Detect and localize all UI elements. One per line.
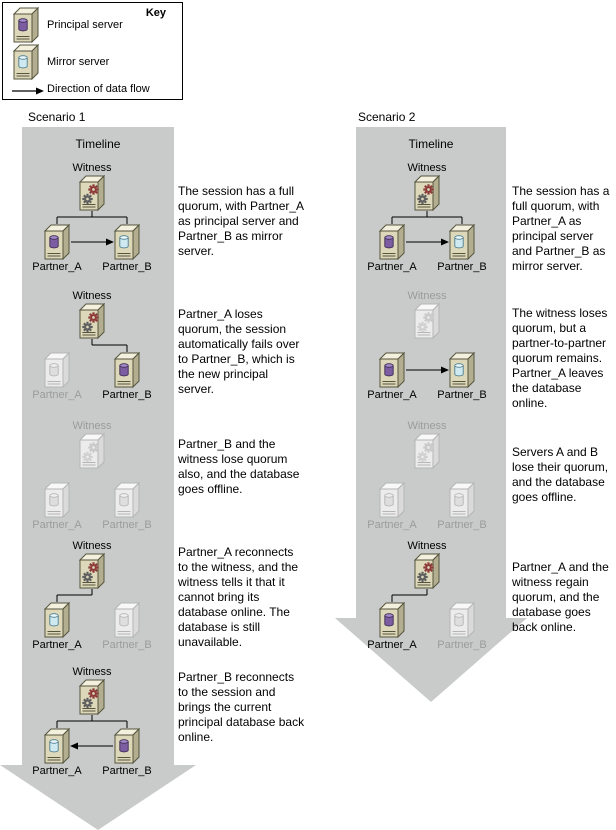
partner-b-server-icon <box>448 481 476 519</box>
partner-b-server-icon <box>113 481 141 519</box>
witness-server-icon <box>78 302 106 340</box>
partner-a-server-icon <box>378 481 406 519</box>
key-title: Key <box>145 7 166 19</box>
data-flow-arrow-icon <box>11 83 45 95</box>
partner-b-server-icon <box>113 601 141 639</box>
stage-connector-lines <box>406 366 449 374</box>
partner-a-label: Partner_A <box>367 519 417 531</box>
witness-label: Witness <box>72 162 112 174</box>
partner-a-label: Partner_A <box>367 261 417 273</box>
partner-a-label: Partner_A <box>32 765 82 777</box>
partner-b-server-icon <box>448 351 476 389</box>
partner-a-label: Partner_A <box>367 639 417 651</box>
witness-label: Witness <box>72 540 112 552</box>
stage-description-scenario1-2: Partner_A loses quorum, the session auto… <box>178 307 300 396</box>
witness-server-icon <box>78 174 106 212</box>
stage-description-scenario2-4: Partner_A and the witness regain quorum,… <box>512 560 609 634</box>
witness-label: Witness <box>72 666 112 678</box>
stage-connector-lines <box>91 339 128 352</box>
partner-b-label: Partner_B <box>102 261 152 273</box>
witness-server-icon <box>413 432 441 470</box>
stage-connector-lines <box>391 211 463 246</box>
timeline-arrow-scenario1 <box>0 127 196 830</box>
partner-b-label: Partner_B <box>437 519 487 531</box>
witness-label: Witness <box>407 290 447 302</box>
stage-connector-lines <box>391 589 428 602</box>
partner-a-server-icon <box>43 351 71 389</box>
witness-server-icon <box>78 552 106 590</box>
scenario1-title: Scenario 1 <box>28 110 86 124</box>
witness-server-icon <box>413 552 441 590</box>
partner-b-label: Partner_B <box>102 765 152 777</box>
partner-b-label: Partner_B <box>437 639 487 651</box>
timeline-label-scenario2: Timeline <box>408 137 454 151</box>
partner-b-label: Partner_B <box>102 389 152 401</box>
witness-label: Witness <box>407 420 447 432</box>
partner-a-server-icon <box>43 727 71 765</box>
witness-server-icon <box>78 432 106 470</box>
data-flow-label: Direction of data flow <box>47 83 150 95</box>
principal-server-label: Principal server <box>47 19 123 31</box>
partner-b-label: Partner_B <box>102 639 152 651</box>
partner-b-server-icon <box>113 727 141 765</box>
partner-a-label: Partner_A <box>32 639 82 651</box>
timeline-arrow-scenario2 <box>335 127 527 702</box>
partner-b-server-icon <box>448 601 476 639</box>
partner-b-label: Partner_B <box>437 261 487 273</box>
partner-a-server-icon <box>43 601 71 639</box>
witness-label: Witness <box>72 290 112 302</box>
partner-b-server-icon <box>113 223 141 261</box>
partner-a-label: Partner_A <box>367 389 417 401</box>
stage-description-scenario1-3: Partner_B and the witness lose quorum al… <box>178 437 300 496</box>
partner-b-label: Partner_B <box>102 519 152 531</box>
witness-label: Witness <box>407 162 447 174</box>
stage-description-scenario2-1: The session has a full quorum, with Part… <box>512 184 610 273</box>
witness-label: Witness <box>72 420 112 432</box>
partner-b-server-icon <box>113 351 141 389</box>
scenario2-title: Scenario 2 <box>358 110 416 124</box>
partner-a-server-icon <box>378 351 406 389</box>
partner-a-label: Partner_A <box>32 261 82 273</box>
key-legend: Key Principal server Mirror server Direc… <box>2 2 183 100</box>
stage-description-scenario2-2: The witness loses quorum, but a partner-… <box>512 306 608 410</box>
witness-label: Witness <box>407 540 447 552</box>
partner-a-server-icon <box>43 481 71 519</box>
partner-b-server-icon <box>448 223 476 261</box>
partner-a-label: Partner_A <box>32 519 82 531</box>
stage-description-scenario2-3: Servers A and B lose their quorum, and t… <box>512 445 609 504</box>
stage-connector-lines <box>56 589 93 602</box>
stage-connector-lines <box>56 715 128 750</box>
stage-description-scenario1-1: The session has a full quorum, with Part… <box>178 184 304 258</box>
witness-server-icon <box>413 174 441 212</box>
partner-a-server-icon <box>378 601 406 639</box>
stage-description-scenario1-4: Partner_A reconnects to the witness, and… <box>178 545 299 649</box>
stage-connector-lines <box>56 211 128 246</box>
partner-a-server-icon <box>43 223 71 261</box>
timeline-label-scenario1: Timeline <box>75 137 121 151</box>
witness-server-icon <box>413 302 441 340</box>
principal-server-icon <box>12 6 40 44</box>
partner-b-label: Partner_B <box>437 389 487 401</box>
mirror-server-icon <box>12 43 40 81</box>
partner-a-server-icon <box>378 223 406 261</box>
mirror-server-label: Mirror server <box>47 56 110 68</box>
witness-server-icon <box>78 678 106 716</box>
stage-description-scenario1-5: Partner_B reconnects to the session and … <box>178 670 305 744</box>
partner-a-label: Partner_A <box>32 389 82 401</box>
